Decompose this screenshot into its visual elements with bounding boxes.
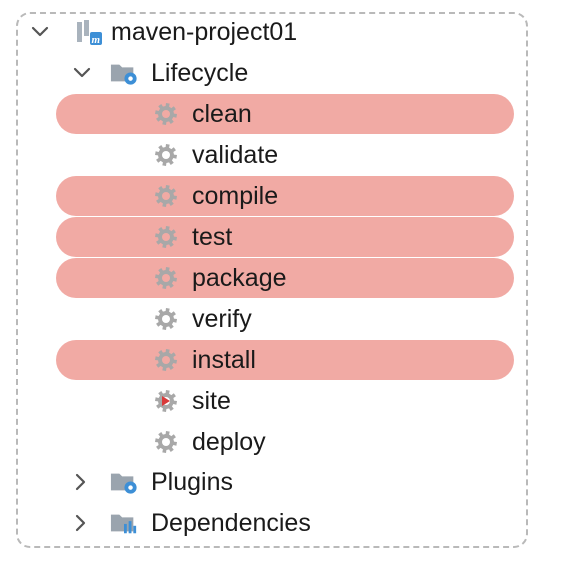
- dependencies-folder-icon: [110, 509, 138, 537]
- lifecycle-goal-validate[interactable]: validate: [0, 135, 580, 175]
- plugins-folder-icon: [110, 468, 138, 496]
- tree-row-lifecycle[interactable]: Lifecycle: [0, 53, 580, 93]
- gear-icon: [152, 264, 180, 292]
- lifecycle-goal-site[interactable]: site: [0, 381, 580, 421]
- plugins-label: Plugins: [151, 468, 233, 496]
- chevron-down-icon[interactable]: [71, 62, 93, 84]
- svg-text:m: m: [92, 34, 101, 46]
- goal-label: validate: [192, 141, 279, 169]
- goal-label: verify: [192, 305, 252, 333]
- maven-tool-panel: [16, 12, 528, 548]
- tree-row-dependencies[interactable]: Dependencies: [0, 503, 580, 543]
- gear-icon: [152, 428, 180, 456]
- chevron-down-icon[interactable]: [29, 21, 51, 43]
- goal-label: site: [192, 387, 231, 415]
- lifecycle-goal-compile[interactable]: compile: [0, 176, 580, 216]
- lifecycle-goal-verify[interactable]: verify: [0, 299, 580, 339]
- gear-icon: [152, 346, 180, 374]
- dependencies-label: Dependencies: [151, 509, 311, 537]
- chevron-right-icon[interactable]: [70, 512, 92, 534]
- tree-row-project[interactable]: m maven-project01: [0, 12, 580, 52]
- gear-icon: [152, 100, 180, 128]
- lifecycle-goal-deploy[interactable]: deploy: [0, 422, 580, 462]
- goal-label: deploy: [192, 428, 266, 456]
- project-label: maven-project01: [111, 18, 298, 46]
- gear-icon: [152, 305, 180, 333]
- goal-label: install: [192, 346, 256, 374]
- lifecycle-goal-install[interactable]: install: [0, 340, 580, 380]
- gear-icon: [152, 182, 180, 210]
- goal-label: package: [192, 264, 287, 292]
- maven-project-icon: m: [74, 18, 102, 46]
- tree-row-plugins[interactable]: Plugins: [0, 462, 580, 502]
- lifecycle-goal-test[interactable]: test: [0, 217, 580, 257]
- lifecycle-label: Lifecycle: [151, 59, 249, 87]
- gear-icon: [152, 223, 180, 251]
- goal-label: compile: [192, 182, 279, 210]
- lifecycle-folder-icon: [110, 59, 138, 87]
- lifecycle-goal-clean[interactable]: clean: [0, 94, 580, 134]
- gear-icon: [152, 141, 180, 169]
- goal-label: test: [192, 223, 233, 251]
- chevron-right-icon[interactable]: [70, 471, 92, 493]
- gear-run-icon: [152, 387, 180, 415]
- goal-label: clean: [192, 100, 252, 128]
- lifecycle-goal-package[interactable]: package: [0, 258, 580, 298]
